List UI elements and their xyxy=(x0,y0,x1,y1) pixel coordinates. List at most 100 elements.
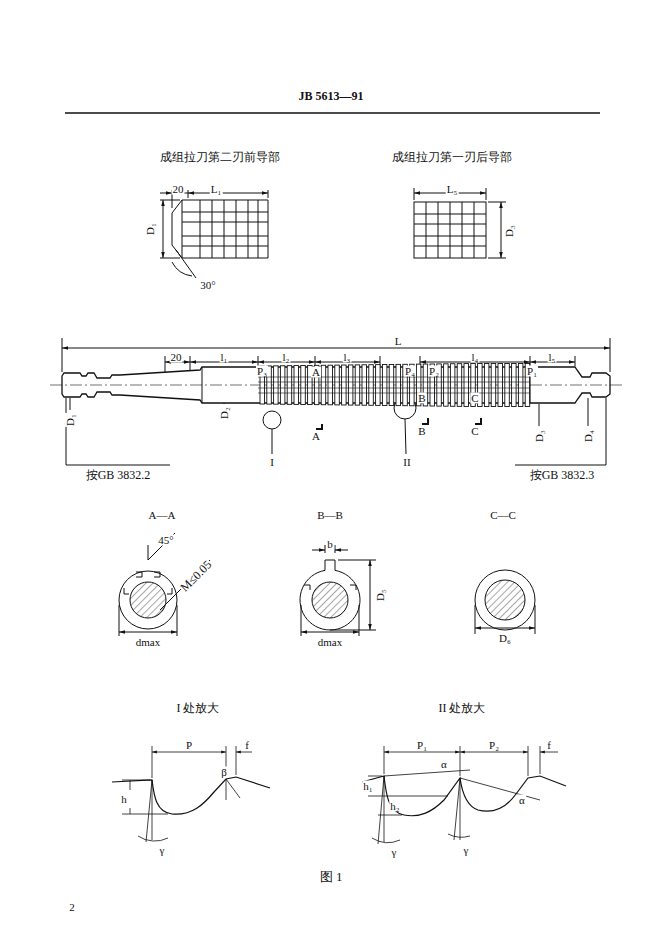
section-a xyxy=(119,533,210,636)
cutting-tooth xyxy=(321,365,326,404)
dimension-label: D₂ xyxy=(219,406,230,420)
dimension-label: M≤0.05 xyxy=(178,558,215,595)
dimension-label: f xyxy=(244,740,250,751)
cutting-tooth xyxy=(505,364,510,407)
dimension-label: L₅ xyxy=(446,184,459,195)
dimension-label: γ xyxy=(159,845,166,856)
guide-edge xyxy=(202,367,203,403)
dimension-label: I xyxy=(269,457,275,468)
cutting-tooth xyxy=(355,365,360,405)
dimension-label: 45° xyxy=(157,535,174,546)
cutting-tooth xyxy=(457,364,462,407)
cutting-tooth xyxy=(382,365,387,406)
cutting-tooth xyxy=(464,364,469,407)
dimension-label: l₃ xyxy=(343,352,352,363)
section-b xyxy=(300,545,376,636)
dimension-label: I 处放大 xyxy=(176,702,221,714)
dimension-label: γ xyxy=(391,847,398,858)
section-c xyxy=(475,570,535,634)
dimension-label: B xyxy=(417,393,426,404)
spline-line xyxy=(258,377,530,378)
cutting-tooth xyxy=(498,364,503,407)
dimension-label: A xyxy=(311,367,321,378)
dimension-label: dmax xyxy=(135,637,161,648)
cutting-tooth xyxy=(444,364,449,406)
dimension-label: 成组拉刀第二刃前导部 xyxy=(159,151,281,163)
dimension-label: P₁ xyxy=(416,740,428,751)
dimension-label: α xyxy=(518,795,526,806)
dimension-label: f xyxy=(546,740,552,751)
cutting-tooth xyxy=(362,365,367,405)
cutting-tooth xyxy=(274,366,279,404)
dimension-label: C—C xyxy=(489,510,517,521)
cutting-tooth xyxy=(280,366,285,404)
dimension-label: D₃ xyxy=(504,224,515,238)
dimension-label: II 处放大 xyxy=(438,702,487,714)
dimension-label: P₁ xyxy=(526,366,538,377)
cutting-tooth xyxy=(491,364,496,407)
dimension-label: L xyxy=(394,336,403,347)
dimension-label: P₃ xyxy=(256,366,268,377)
dimension-label: A—A xyxy=(148,510,177,521)
dimension-label: 按GB 3832.2 xyxy=(85,469,152,481)
dimension-label: l₂ xyxy=(282,352,291,363)
cutting-tooth xyxy=(376,365,381,406)
dimension-label: h₁ xyxy=(362,781,373,792)
main-dimensions xyxy=(62,338,610,465)
dimension-label: P₂ xyxy=(488,740,500,751)
dimension-label: γ xyxy=(463,845,470,856)
dimension-label: C xyxy=(470,426,479,437)
dimension-label: D₅ xyxy=(375,588,386,602)
cutting-tooth xyxy=(301,366,306,405)
dimension-label: D₃ xyxy=(534,429,545,443)
dimension-label: C xyxy=(470,393,479,404)
dimension-label: L₁ xyxy=(210,184,223,195)
dimension-label: l₁ xyxy=(220,352,229,363)
cutting-tooth xyxy=(335,365,340,405)
dimension-label: D₄ xyxy=(583,429,594,443)
cutting-tooth xyxy=(348,365,353,405)
dimension-label: α xyxy=(440,759,448,770)
dimension-label: II xyxy=(402,457,411,468)
dimension-label: P₂ xyxy=(428,366,440,377)
spline-line xyxy=(258,388,530,389)
dimension-label: P₄ xyxy=(404,366,416,377)
cutting-tooth xyxy=(294,366,299,405)
dimension-label: 20 xyxy=(172,184,185,195)
cutting-tooth xyxy=(484,364,489,407)
detail-ii-profile xyxy=(362,746,566,844)
spline-line xyxy=(258,382,530,383)
dimension-label: B—B xyxy=(316,510,344,521)
dimension-label: D₁ xyxy=(65,413,76,427)
dimension-label: 成组拉刀第一刃后导部 xyxy=(391,151,513,163)
cutting-tooth xyxy=(328,365,333,405)
cutting-tooth xyxy=(287,366,292,405)
spline-line xyxy=(258,393,530,394)
cutting-tooth xyxy=(369,365,374,406)
cutting-tooth xyxy=(518,364,523,407)
dimension-label: h xyxy=(120,794,128,805)
dimension-label: B xyxy=(417,426,426,437)
dimension-label: P xyxy=(185,740,193,751)
dimension-label: β xyxy=(220,767,228,778)
dimension-label: h₂ xyxy=(389,801,400,812)
cutting-tooth xyxy=(450,364,455,407)
cutting-tooth xyxy=(342,365,347,405)
rear-guide-detail xyxy=(414,188,506,258)
broach-body xyxy=(50,364,622,407)
dimension-label: 20 xyxy=(170,352,183,363)
dimension-label: D₁ xyxy=(145,222,156,236)
front-guide-detail xyxy=(160,190,268,278)
dimension-label: l₄ xyxy=(471,352,480,363)
dimension-label: 按GB 3832.3 xyxy=(529,469,596,481)
cutting-tooth xyxy=(396,364,401,405)
header-title: JB 5613—91 xyxy=(298,90,363,102)
cutting-tooth xyxy=(512,364,516,407)
dimension-label: l₅ xyxy=(548,352,557,363)
dimension-label: dmax xyxy=(317,637,343,648)
dimension-label: A xyxy=(311,431,321,442)
dimension-label: 2 xyxy=(68,902,76,913)
dimension-label: D₆ xyxy=(498,633,512,644)
